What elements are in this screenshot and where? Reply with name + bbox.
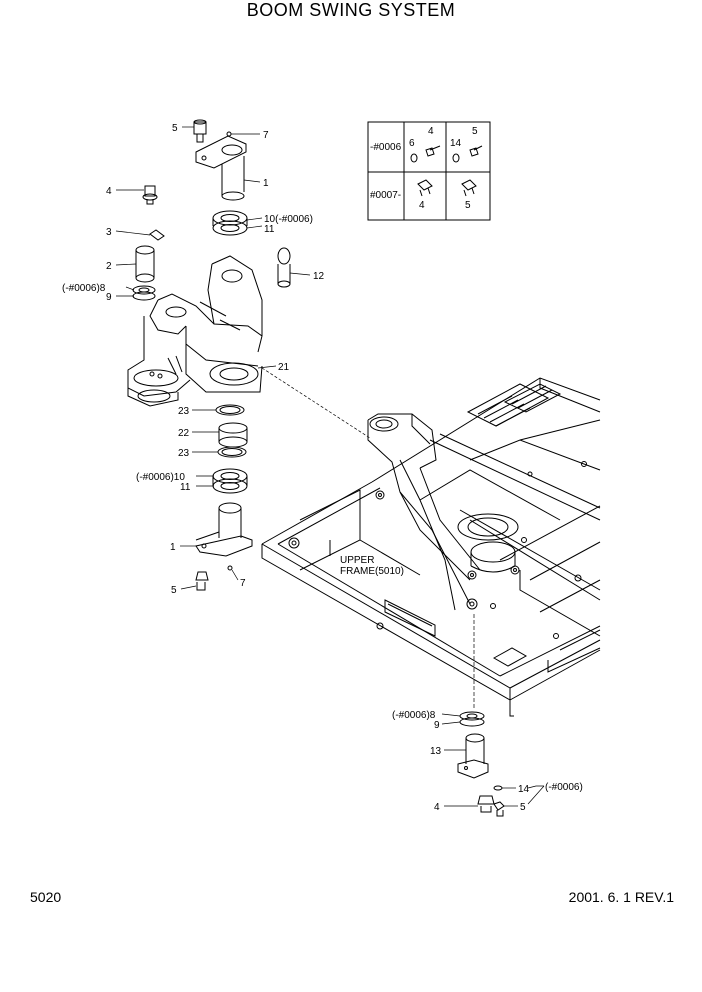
callout-5-top: 5 — [172, 123, 178, 134]
callout-7-top: 7 — [263, 130, 269, 141]
page-number: 5020 — [30, 889, 62, 905]
frame-label-line2: FRAME(5010) — [340, 566, 404, 577]
inset-part-6: 6 — [409, 138, 415, 149]
callout-7-lower: 7 — [240, 578, 246, 589]
callout-9-bottom: 9 — [434, 720, 440, 731]
inset-part-5b: 5 — [465, 200, 471, 211]
callout-10-top: 10(-#0006) — [264, 214, 313, 225]
callout-12: 12 — [313, 271, 325, 282]
inset-row2-label: #0007- — [370, 190, 401, 201]
callout-4-bottom: 4 — [434, 802, 440, 813]
revision-date: 2001. 6. 1 REV.1 — [568, 889, 674, 905]
callout-11-top: 11 — [264, 224, 275, 235]
callout-leaders — [115, 126, 545, 807]
callout-11-lower: 11 — [180, 482, 191, 493]
callout-5-bottom: 5 — [520, 802, 526, 813]
swing-post-assembly — [127, 119, 291, 591]
callout-21: 21 — [278, 362, 290, 373]
callout-0006-bottom: (-#0006) — [545, 782, 583, 793]
callout-9-top: 9 — [106, 292, 112, 303]
callout-2: 2 — [106, 261, 112, 272]
inset-part-4b: 4 — [419, 200, 425, 211]
callout-8-top: (-#0006)8 — [62, 283, 106, 294]
callout-13: 13 — [430, 746, 442, 757]
inset-part-14: 14 — [450, 138, 462, 149]
upper-frame-drawing: UPPER FRAME(5010) — [261, 377, 601, 717]
callout-3: 3 — [106, 227, 112, 238]
callout-labels: 5 7 1 4 10(-#0006) 11 3 2 12 (-#0006)8 9… — [62, 123, 583, 813]
serial-variant-inset: -#0006 #0007- 6 4 14 5 4 5 — [367, 121, 491, 221]
callout-23-upper: 23 — [178, 406, 190, 417]
frame-label-line1: UPPER — [340, 555, 374, 566]
inset-part-4: 4 — [428, 126, 434, 137]
callout-4-top: 4 — [106, 186, 112, 197]
callout-1-lower: 1 — [170, 542, 176, 553]
callout-1-top: 1 — [263, 178, 269, 189]
inset-part-5: 5 — [472, 126, 478, 137]
callout-14: 14 — [518, 784, 530, 795]
lower-pin-group — [457, 711, 505, 817]
callout-22: 22 — [178, 428, 190, 439]
callout-10-lower: (-#0006)10 — [136, 472, 185, 483]
callout-23-lower: 23 — [178, 448, 190, 459]
callout-5-lower: 5 — [171, 585, 177, 596]
page-title: BOOM SWING SYSTEM — [246, 0, 456, 20]
callout-8-bottom: (-#0006)8 — [392, 710, 436, 721]
inset-row1-label: -#0006 — [370, 142, 402, 153]
